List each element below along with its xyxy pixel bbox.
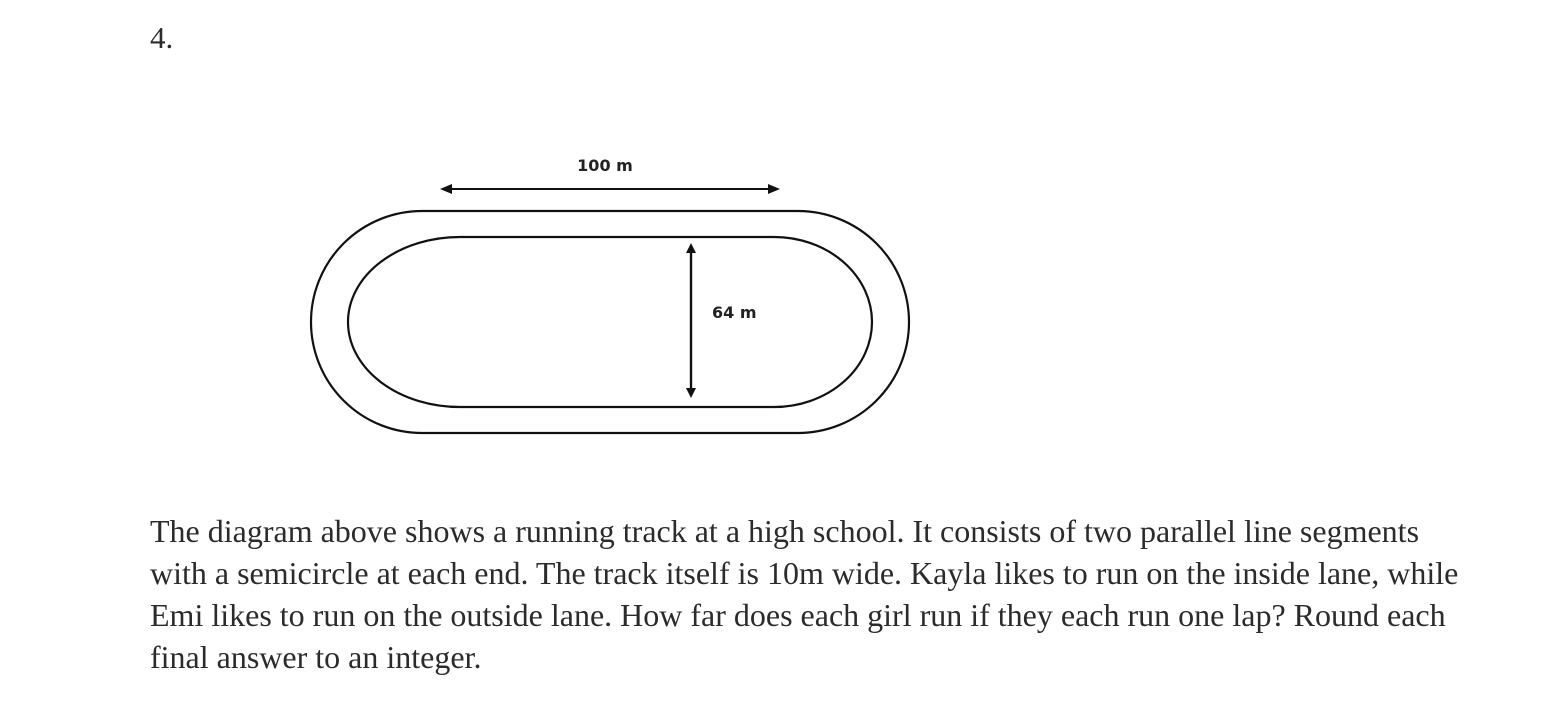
running-track-outline-icon: 100 m 64 m — [309, 156, 911, 435]
question-text: The diagram above shows a running track … — [150, 513, 1459, 675]
track-diagram: 100 m 64 m — [300, 140, 920, 445]
double-arrow-horizontal-icon — [440, 184, 780, 194]
problem-number: 4. — [150, 20, 174, 55]
double-arrow-vertical-icon — [686, 243, 696, 398]
outer-lane-outline — [309, 209, 911, 435]
straight-length-label: 100 m — [577, 156, 633, 175]
inner-diameter-label: 64 m — [712, 303, 757, 322]
inner-lane-outline — [346, 235, 874, 409]
